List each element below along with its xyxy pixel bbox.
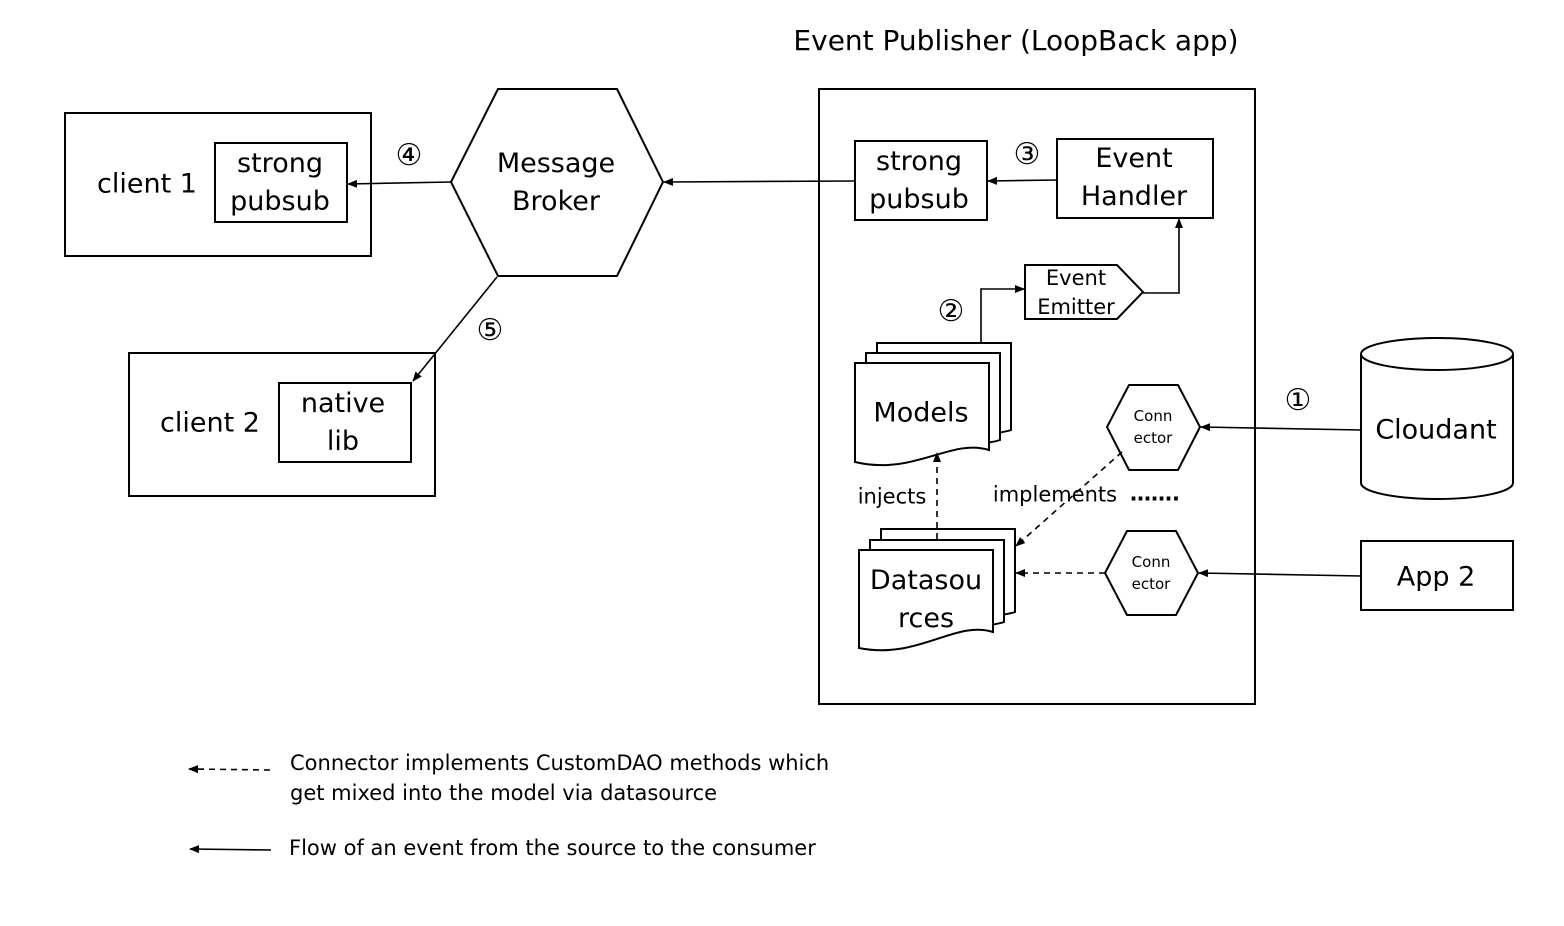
connector2-hexagon (1103, 530, 1200, 616)
client1-pubsub-box (214, 142, 348, 223)
dashed-arrows (933, 451, 1123, 577)
app2-label: App 2 (1396, 561, 1476, 593)
legend-dashed-arrow (188, 765, 271, 774)
step-1-marker: ① (1284, 383, 1312, 418)
client2-label: client 2 (160, 407, 260, 439)
connector1-hexagon (1105, 384, 1202, 471)
diagram-title: Event Publisher (LoopBack app) (793, 24, 1239, 57)
connector2-label: Conn ector (1131, 553, 1171, 593)
solid-flow-arrows (347, 176, 1362, 578)
publisher-pubsub-label: strong pubsub (869, 146, 969, 215)
models-label: Models (873, 397, 969, 429)
arrow-emitter-to-handler (1143, 218, 1183, 294)
step-3-marker: ③ (1013, 137, 1041, 172)
arrow-models-to-emitter (980, 285, 1025, 342)
datasources-label: Datasou rces (869, 565, 983, 634)
cloudant-label: Cloudant (1375, 414, 1497, 446)
models-stack (854, 342, 1012, 467)
step-5-marker: ⑤ (476, 313, 504, 348)
client2-box (128, 352, 436, 497)
ellipsis-label: ……. (1130, 481, 1180, 506)
legend-solid-text: Flow of an event from the source to the … (289, 836, 816, 860)
client2-lib-box (278, 382, 412, 463)
connector1-label: Conn ector (1133, 407, 1173, 447)
datasources-stack (858, 528, 1016, 652)
message-broker-hexagon (449, 88, 665, 277)
arrow-broker-to-client1 (347, 179, 452, 188)
event-handler-label: Event Handler (1080, 143, 1188, 212)
implements-label: implements (992, 482, 1118, 507)
event-publisher-container (818, 88, 1256, 705)
arrow-cloudant-to-connector1 (1200, 423, 1362, 432)
client2-lib-label: native lib (300, 388, 386, 457)
step-2-marker: ② (937, 294, 965, 329)
client1-label: client 1 (97, 168, 197, 200)
publisher-pubsub-box (854, 140, 988, 221)
event-handler-box (1056, 138, 1214, 219)
arrow-pubsub-to-broker (663, 177, 856, 186)
event-emitter-label: Event Emitter (1037, 266, 1115, 319)
broker-label: Message Broker (496, 148, 616, 217)
step-4-marker: ④ (395, 138, 423, 173)
cloudant-cylinder (1360, 337, 1514, 500)
injects-label: injects (857, 484, 927, 509)
arrow-app2-to-connector2 (1198, 569, 1362, 578)
arrow-connector1-implements-datasources (1015, 451, 1123, 547)
client1-box (64, 112, 372, 257)
arrow-handler-to-pubsub (987, 176, 1058, 185)
arrow-broker-to-client2 (412, 276, 498, 382)
client1-pubsub-label: strong pubsub (230, 148, 330, 217)
legend-dashed-text: Connector implements CustomDAO methods w… (290, 751, 830, 805)
legend-solid-arrow (189, 845, 272, 854)
event-emitter-shape (1024, 264, 1145, 320)
